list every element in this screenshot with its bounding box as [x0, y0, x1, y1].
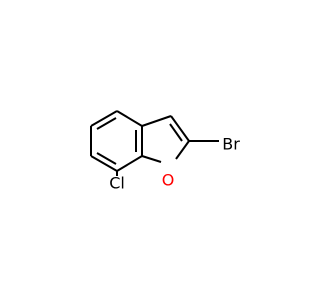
bond-c4-c5-inner	[96, 117, 117, 130]
bond-c2-o1	[175, 140, 190, 160]
bond-c3-c2-inner	[169, 123, 183, 142]
bond-o1-c7a	[141, 155, 162, 163]
atom-label-chlorine: Cl	[109, 174, 125, 193]
bond-c4-c5	[90, 110, 118, 127]
bond-c6-c7-inner	[96, 152, 117, 165]
molecule-diagram: Br O Cl	[90, 110, 240, 193]
structure-canvas: Br O Cl	[90, 110, 241, 193]
bond-c3a-c3	[141, 115, 172, 127]
bond-c3-c2	[170, 115, 190, 142]
bond-c6-c7	[90, 155, 118, 172]
bond-c7-c7a	[116, 155, 143, 172]
bond-c3a-c4	[116, 110, 143, 127]
atom-label-bromine: Br	[222, 135, 240, 154]
atom-label-oxygen: O	[162, 171, 175, 190]
